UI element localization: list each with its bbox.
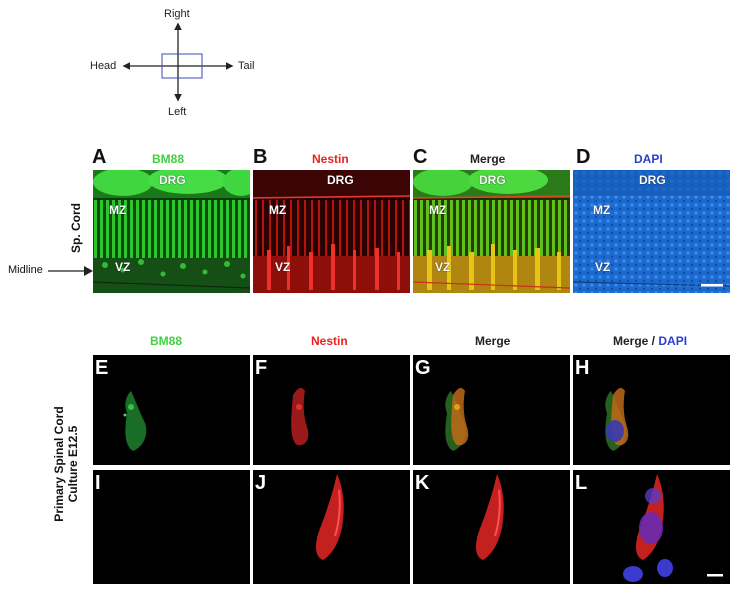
culture-header-merge-dapi: Merge / DAPI [613, 334, 687, 348]
panel-a-image: DRG MZ VZ [93, 170, 250, 293]
panel-letter-k: K [415, 472, 430, 494]
panel-letter-l: L [575, 472, 588, 494]
orientation-head-label: Head [90, 60, 117, 72]
panel-d-drg-label: DRG [639, 173, 666, 187]
culture-header-dapi-text: DAPI [658, 334, 688, 348]
panel-letter-g: G [415, 357, 431, 379]
culture-header-separator: / [648, 334, 659, 348]
panel-letter-c: C [413, 146, 428, 168]
panel-a-mz-label: MZ [109, 203, 127, 217]
panel-c-vz-label: VZ [435, 260, 451, 274]
panel-b-drg-label: DRG [327, 173, 354, 187]
orientation-tail-label: Tail [238, 60, 255, 72]
culture-scale-bar [707, 574, 723, 577]
orientation-axes [122, 22, 234, 102]
panel-a-vz-label: VZ [115, 260, 131, 274]
culture-header-merge-text: Merge [613, 334, 649, 348]
panel-letter-e: E [95, 357, 109, 379]
panel-c-mz-label: MZ [429, 203, 447, 217]
panel-letter-b: B [253, 146, 268, 168]
culture-side-label: Primary Spinal Cord Culture E12.5 [46, 355, 86, 585]
panel-b-image: DRG MZ VZ [253, 170, 410, 293]
panel-letter-d: D [576, 146, 591, 168]
section-box [161, 53, 203, 79]
culture-header-bm88: BM88 [150, 334, 183, 348]
panel-g-image: G [413, 355, 570, 465]
orientation-left-label: Left [168, 106, 187, 118]
panel-letter-h: H [575, 357, 590, 379]
culture-header-merge: Merge [475, 334, 511, 348]
panel-letter-f: F [255, 357, 268, 379]
panel-e-image: E [93, 355, 250, 465]
panel-b-mz-label: MZ [269, 203, 287, 217]
panel-k-image: K [413, 470, 570, 584]
panel-a-drg-label: DRG [159, 173, 186, 187]
panel-c-header: Merge [470, 152, 506, 166]
culture-side-label-line1: Primary Spinal Cord [52, 406, 66, 522]
midline-label: Midline [8, 264, 43, 276]
panel-letter-a: A [92, 146, 107, 168]
orientation-right-label: Right [164, 8, 190, 20]
culture-side-label-line2: Culture E12.5 [66, 425, 80, 503]
panel-h-image: H [573, 355, 730, 465]
culture-header-nestin: Nestin [311, 334, 348, 348]
panel-a-header: BM88 [152, 152, 185, 166]
panel-d-header: DAPI [634, 152, 663, 166]
scale-bar [701, 284, 723, 287]
orientation-diagram: Right Left Head Tail [80, 0, 260, 120]
panel-d-image: DRG MZ VZ [573, 170, 730, 293]
panel-i-image: I [93, 470, 250, 584]
panel-letter-i: I [95, 472, 101, 494]
midline-arrow [48, 266, 93, 276]
panel-b-vz-label: VZ [275, 260, 291, 274]
panel-c-image: DRG MZ VZ [413, 170, 570, 293]
panel-c-drg-label: DRG [479, 173, 506, 187]
panel-d-vz-label: VZ [595, 260, 611, 274]
panel-d-mz-label: MZ [593, 203, 611, 217]
panel-letter-j: J [255, 472, 267, 494]
panel-l-image: L [573, 470, 730, 584]
panel-b-header: Nestin [312, 152, 349, 166]
panel-f-image: F [253, 355, 410, 465]
panel-j-image: J [253, 470, 410, 584]
